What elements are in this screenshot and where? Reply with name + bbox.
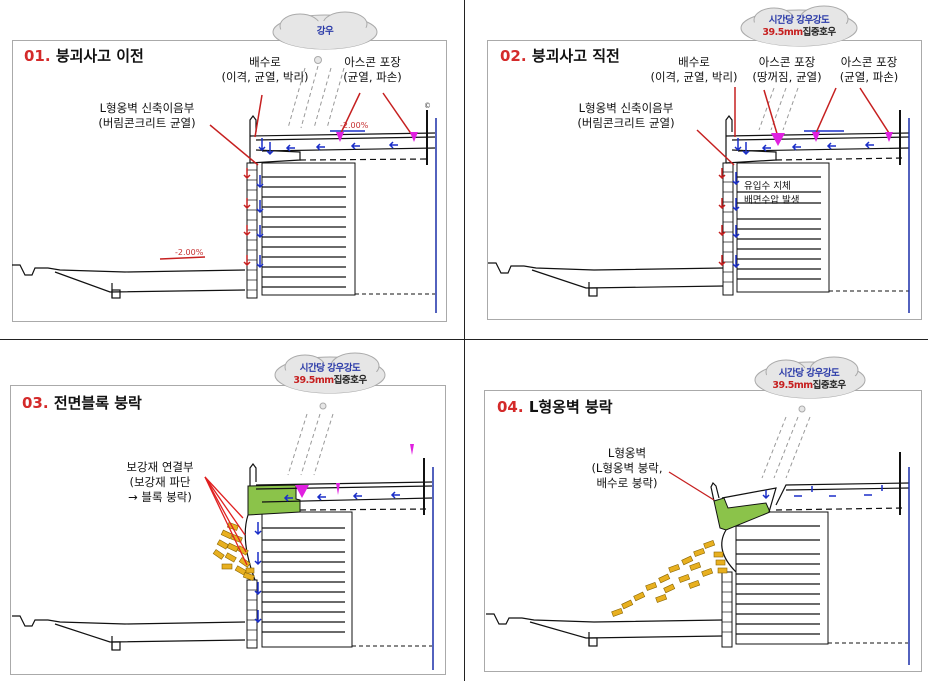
cloud-label: 강우 bbox=[305, 26, 345, 38]
rainfall-label: 시간당 강우강도 bbox=[299, 363, 361, 374]
panel-divider-vertical bbox=[464, 0, 465, 681]
label-joint: L형옹벽 신축이음부 (버림콘크리트 균열) bbox=[82, 101, 212, 131]
panel-frame bbox=[484, 390, 922, 672]
rainfall-value: 39.5mm bbox=[293, 375, 334, 386]
cloud-label: 시간당 강우강도 39.5mm집중호우 bbox=[764, 368, 854, 392]
label-text: L형옹벽 신축이음부 bbox=[578, 101, 674, 115]
rainfall-type: 집중호우 bbox=[333, 375, 367, 386]
label-detail: (이격, 균열, 박리) bbox=[221, 70, 309, 84]
label-text: L형옹벽 신축이음부 bbox=[99, 101, 195, 115]
label-detail: (L형옹벽 붕락, bbox=[591, 461, 663, 475]
svg-text:©: © bbox=[424, 102, 431, 110]
svg-text:-2.00%: -2.00% bbox=[175, 248, 204, 257]
label-asphalt-2: 아스콘 포장 (균열, 파손) bbox=[829, 55, 909, 85]
label-drain: 배수로 (이격, 균열, 박리) bbox=[215, 55, 315, 85]
cross-section-drawing bbox=[488, 5, 910, 313]
cloud-icon bbox=[272, 11, 378, 64]
rainfall-label: 시간당 강우강도 bbox=[778, 368, 840, 379]
panel-03-front-block-collapse: 시간당 강우강도 39.5mm집중호우 03. 전면블록 붕락 보강재 연결부 … bbox=[0, 340, 464, 680]
cross-section-drawing bbox=[12, 352, 434, 670]
label-asphalt: 아스콘 포장 (균열, 파손) bbox=[330, 55, 415, 85]
label-detail: (균열, 파손) bbox=[343, 70, 402, 84]
label-detail: (땅꺼짐, 균열) bbox=[752, 70, 822, 84]
rainfall-type: 집중호우 bbox=[802, 27, 836, 38]
panel-title-text: 붕괴사고 이전 bbox=[55, 47, 144, 65]
panel-title: 02. 붕괴사고 직전 bbox=[500, 45, 620, 66]
label-drain: 배수로 (이격, 균열, 박리) bbox=[644, 55, 744, 85]
rainfall-label: 강우 bbox=[316, 26, 334, 37]
label-detail: (이격, 균열, 박리) bbox=[650, 70, 738, 84]
label-detail: (균열, 파손) bbox=[839, 70, 899, 84]
cross-section-drawing bbox=[486, 356, 910, 665]
label-back-pressure: 배면수압 발생 bbox=[744, 195, 800, 206]
panel-title-text: L형옹벽 붕락 bbox=[528, 398, 613, 416]
panel-title: 04. L형옹벽 붕락 bbox=[497, 396, 613, 417]
rainfall-value: 39.5mm bbox=[762, 27, 803, 38]
label-text: 아스콘 포장 bbox=[344, 55, 401, 69]
panel-frame bbox=[10, 385, 446, 675]
panel-title-text: 전면블록 붕락 bbox=[53, 394, 142, 412]
svg-text:-2.00%: -2.00% bbox=[340, 121, 369, 130]
rainfall-value: 39.5mm bbox=[772, 380, 813, 391]
label-detail: 배수로 붕락) bbox=[596, 476, 658, 490]
label-inflow-delay: 유입수 지체 bbox=[744, 181, 791, 192]
panel-title: 03. 전면블록 붕락 bbox=[22, 392, 142, 413]
panel-divider-horizontal bbox=[0, 339, 928, 340]
label-joint: L형옹벽 신축이음부 (버림콘크리트 균열) bbox=[561, 101, 691, 131]
panel-frame bbox=[487, 40, 922, 320]
rainfall-label: 시간당 강우강도 bbox=[768, 15, 830, 26]
panel-number: 01. bbox=[24, 47, 51, 65]
panel-frame bbox=[12, 40, 447, 322]
label-detail: (버림콘크리트 균열) bbox=[577, 116, 675, 130]
panel-number: 03. bbox=[22, 394, 49, 412]
label-text: 아스콘 포장 bbox=[758, 55, 816, 69]
label-asphalt-1: 아스콘 포장 (땅꺼짐, 균열) bbox=[747, 55, 827, 85]
label-detail: → 블록 붕락) bbox=[128, 490, 192, 504]
label-reinforcement-joint: 보강재 연결부 (보강재 파단 → 블록 붕락) bbox=[115, 460, 205, 505]
panel-01-before-collapse: © -2.00% -2.00% 강우 01. 붕괴 bbox=[0, 0, 464, 340]
cloud-label: 시간당 강우강도 39.5mm집중호우 bbox=[754, 15, 844, 39]
label-l-wall: L형옹벽 (L형옹벽 붕락, 배수로 붕락) bbox=[582, 446, 672, 491]
cloud-icon bbox=[274, 352, 386, 410]
label-detail: (보강재 파단 bbox=[129, 475, 191, 489]
panel-02-just-before-collapse: 시간당 강우강도 39.5mm집중호우 02. 붕괴사고 직전 배수로 (이격,… bbox=[464, 0, 928, 340]
cloud-icon bbox=[754, 356, 866, 413]
label-text: L형옹벽 bbox=[607, 446, 647, 460]
label-text: 아스콘 포장 bbox=[840, 55, 898, 69]
panel-number: 02. bbox=[500, 47, 527, 65]
cloud-icon bbox=[740, 5, 858, 47]
panel-04-l-wall-collapse: 시간당 강우강도 39.5mm집중호우 04. L형옹벽 붕락 L형옹벽 (L형… bbox=[464, 340, 928, 680]
panel-number: 04. bbox=[497, 398, 524, 416]
label-text: 배수로 bbox=[678, 55, 710, 69]
label-text: 배수로 bbox=[249, 55, 281, 69]
cross-section-drawing: © -2.00% -2.00% bbox=[12, 11, 437, 313]
cloud-label: 시간당 강우강도 39.5mm집중호우 bbox=[285, 363, 375, 387]
rainfall-type: 집중호우 bbox=[812, 380, 846, 391]
label-text: 보강재 연결부 bbox=[126, 460, 194, 474]
label-detail: (버림콘크리트 균열) bbox=[98, 116, 196, 130]
panel-title: 01. 붕괴사고 이전 bbox=[24, 45, 144, 66]
panel-title-text: 붕괴사고 직전 bbox=[531, 47, 620, 65]
